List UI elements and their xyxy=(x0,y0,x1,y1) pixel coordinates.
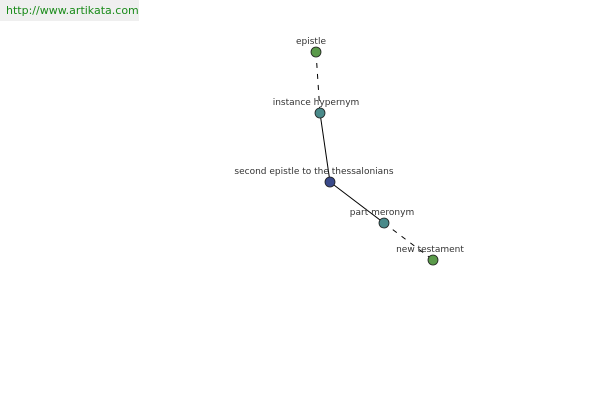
node-label-epistle: epistle xyxy=(296,37,326,47)
edge-instance-hypernym-to-second-epistle xyxy=(319,112,331,183)
node-label-instance-hypernym: instance hypernym xyxy=(273,98,360,108)
node-dot-second-epistle[interactable] xyxy=(324,176,336,188)
node-label-new-testament: new testament xyxy=(396,245,464,255)
node-label-part-meronym: part meronym xyxy=(350,208,414,218)
node-part-meronym[interactable]: part meronym xyxy=(350,208,414,229)
node-dot-epistle[interactable] xyxy=(310,46,322,58)
node-dot-part-meronym[interactable] xyxy=(378,217,390,229)
node-dot-new-testament[interactable] xyxy=(427,254,439,266)
node-dot-instance-hypernym[interactable] xyxy=(314,107,326,119)
node-label-second-epistle: second epistle to the thessalonians xyxy=(234,167,393,177)
edges-layer xyxy=(315,51,434,261)
node-second-epistle[interactable]: second epistle to the thessalonians xyxy=(234,167,394,188)
node-epistle[interactable]: epistle xyxy=(296,37,326,58)
edge-second-epistle-to-part-meronym xyxy=(329,181,385,224)
node-new-testament[interactable]: new testament xyxy=(396,245,464,266)
site-watermark: http://www.artikata.com xyxy=(0,0,139,21)
node-instance-hypernym[interactable]: instance hypernym xyxy=(273,98,360,119)
nodes-layer: epistle instance hypernym second epistle t… xyxy=(234,37,464,266)
